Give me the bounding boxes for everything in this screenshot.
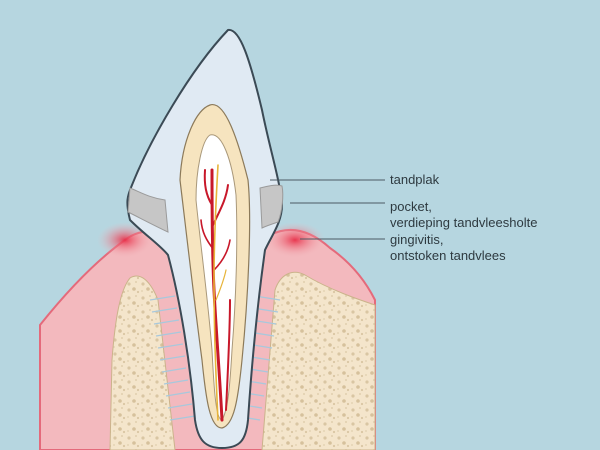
bone-right [261, 271, 376, 450]
label-plaque-text: tandplak [390, 172, 440, 187]
leader-lines [270, 179, 385, 240]
nerve [213, 164, 227, 421]
inflamed-gum-left [97, 222, 153, 258]
label-pocket: pocket, verdieping tandvleesholte [390, 199, 537, 231]
label-plaque: tandplak [390, 172, 439, 188]
label-gingivitis-line2: ontstoken tandvlees [390, 248, 506, 263]
label-pocket-line2: verdieping tandvleesholte [390, 215, 538, 230]
plaque [127, 187, 169, 233]
label-gingivitis: gingivitis, ontstoken tandvlees [390, 232, 506, 264]
plaque-right [259, 184, 284, 229]
bone-left [109, 275, 176, 450]
label-gingivitis-line1: gingivitis, [390, 232, 444, 247]
inflamed-gum-right [265, 222, 325, 258]
label-pocket-line1: pocket, [390, 199, 432, 214]
